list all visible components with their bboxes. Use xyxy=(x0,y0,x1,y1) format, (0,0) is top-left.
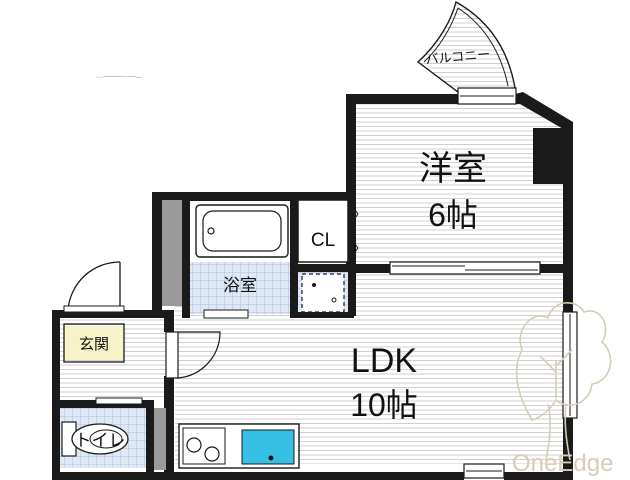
closet-label: CL xyxy=(311,230,335,251)
entrance-label: 玄関 xyxy=(79,336,109,353)
toilet-label: トイレ xyxy=(75,431,126,450)
bath-door xyxy=(203,309,249,319)
watermark-logo xyxy=(515,302,612,461)
entrance-step xyxy=(63,323,125,363)
balcony-window xyxy=(457,87,517,105)
storage-unit xyxy=(533,128,563,184)
bath-label: 浴室 xyxy=(223,276,257,295)
bathroom-floor xyxy=(190,262,298,314)
ldk-door xyxy=(165,331,221,379)
toilet-door xyxy=(95,397,143,405)
side-window xyxy=(562,311,578,419)
walls xyxy=(52,92,573,480)
western-room-size: 6帖 xyxy=(428,197,478,233)
ldk-room-size: 10帖 xyxy=(350,387,418,423)
toilet-fixture xyxy=(61,421,129,457)
kitchen-counter xyxy=(178,423,300,469)
utility-box xyxy=(301,273,345,313)
western-room-name: 洋室 xyxy=(419,150,487,188)
watermark-text: OneEdge xyxy=(512,450,613,477)
entrance-floor xyxy=(64,326,124,360)
bottom-window xyxy=(463,463,505,479)
kitchen-sink xyxy=(241,429,295,465)
sliding-partition xyxy=(389,261,541,275)
bathtub xyxy=(195,204,289,258)
balcony-label: バルコニー xyxy=(425,46,491,67)
entrance-door xyxy=(63,261,125,313)
ldk-room-name: LDK xyxy=(351,342,417,380)
closet: CL xyxy=(297,199,359,263)
balcony: バルコニー xyxy=(416,0,516,93)
stove-burner-right xyxy=(204,446,220,462)
stove-burner-left xyxy=(186,437,202,453)
